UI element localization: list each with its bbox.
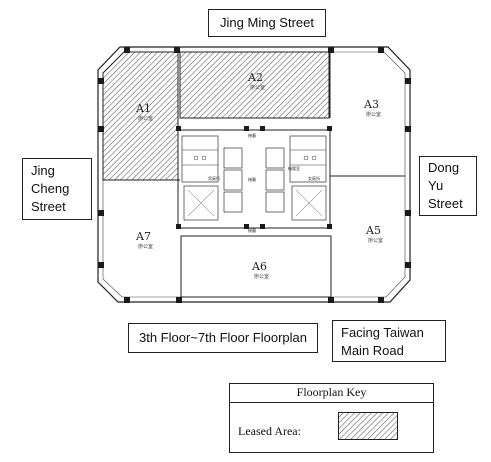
stair-right-lower: [291, 185, 327, 221]
street-east-line-2: Yu: [428, 178, 444, 193]
key-leased-label: Leased Area:: [238, 424, 301, 438]
toilet-right-label: 女廁所: [308, 175, 320, 181]
corridor-south-label: 梯廳: [248, 227, 256, 233]
column: [98, 78, 104, 84]
unit-a3-label: A3: [363, 98, 379, 111]
main-road-line-2: Main Road: [341, 343, 404, 358]
unit-a3-sub: 辦公室: [366, 111, 381, 118]
street-label-north: Jing Ming Street: [208, 9, 326, 37]
building-outline: [97, 46, 411, 303]
column: [98, 210, 104, 216]
column: [327, 126, 332, 131]
column: [328, 47, 334, 53]
corridor-north-label: 梯廳: [248, 132, 256, 138]
column: [405, 126, 411, 132]
toilet-fixture: [303, 155, 309, 161]
floorplan-title: 3th Floor~7th Floor Floorplan: [128, 323, 318, 353]
elevator-left-1: [223, 147, 243, 169]
column: [327, 224, 332, 229]
main-road-line-1: Facing Taiwan: [341, 325, 424, 340]
unit-a5-sub: 辦公室: [368, 237, 383, 244]
street-east-line-1: Dong: [428, 160, 460, 175]
column: [244, 224, 249, 229]
toilet-fixture: [311, 155, 317, 161]
column: [124, 297, 130, 303]
key-title: Floorplan Key: [230, 384, 433, 403]
unit-a6-area: [180, 235, 332, 298]
street-label-west: Jing Cheng Street: [22, 158, 92, 220]
stair-left-lower: [183, 185, 219, 221]
core-line: [295, 189, 323, 217]
toilet-left-label: 男廁所: [208, 175, 220, 181]
column: [98, 262, 104, 268]
unit-a7-label: A7: [135, 230, 151, 243]
street-label-east: Dong Yu Street: [419, 156, 477, 216]
column: [260, 126, 265, 131]
elevator-right-1: [265, 147, 285, 169]
column: [328, 297, 334, 303]
unit-a7-sub: 辦公室: [138, 243, 153, 250]
column: [378, 47, 384, 53]
stair-left: [181, 135, 219, 183]
unit-a5-label: A5: [365, 224, 381, 237]
unit-a1-label: A1: [135, 102, 151, 115]
toilet-fixture: [201, 155, 207, 161]
column: [244, 126, 249, 131]
main-road-label: Facing Taiwan Main Road: [332, 320, 446, 362]
floorplan-key: Floorplan Key Leased Area:: [229, 383, 434, 453]
column: [260, 224, 265, 229]
column: [176, 126, 181, 131]
street-west-line-1: Jing: [31, 163, 55, 178]
elevator-right-2: [265, 169, 285, 191]
toilet-fixture: [193, 155, 199, 161]
column: [176, 224, 181, 229]
street-east-line-3: Street: [428, 196, 463, 211]
column: [405, 262, 411, 268]
corridor-center-label: 梯廳: [248, 176, 256, 182]
column: [405, 78, 411, 84]
core-line: [187, 189, 215, 217]
utility-room-label: 機電室: [288, 165, 300, 171]
stair-right: [289, 135, 327, 183]
column: [124, 47, 130, 53]
elevator-right-3: [265, 191, 285, 213]
street-north-text: Jing Ming Street: [220, 15, 314, 30]
unit-a2-sub: 辦公室: [250, 84, 265, 91]
column: [378, 297, 384, 303]
elevator-left-3: [223, 191, 243, 213]
street-west-line-2: Cheng: [31, 181, 70, 196]
unit-a2-area: [179, 51, 330, 119]
unit-a6-label: A6: [251, 260, 267, 273]
column: [405, 210, 411, 216]
street-west-line-3: Street: [31, 199, 66, 214]
unit-a2-label: A2: [247, 71, 263, 84]
floorplan-title-text: 3th Floor~7th Floor Floorplan: [139, 330, 308, 345]
column: [98, 126, 104, 132]
column: [174, 47, 180, 53]
structural-columns: [98, 47, 411, 303]
unit-a6-sub: 辦公室: [254, 273, 269, 280]
column: [176, 297, 182, 303]
leased-swatch: [338, 412, 398, 440]
unit-a1-sub: 辦公室: [138, 115, 153, 122]
elevator-left-2: [223, 169, 243, 191]
